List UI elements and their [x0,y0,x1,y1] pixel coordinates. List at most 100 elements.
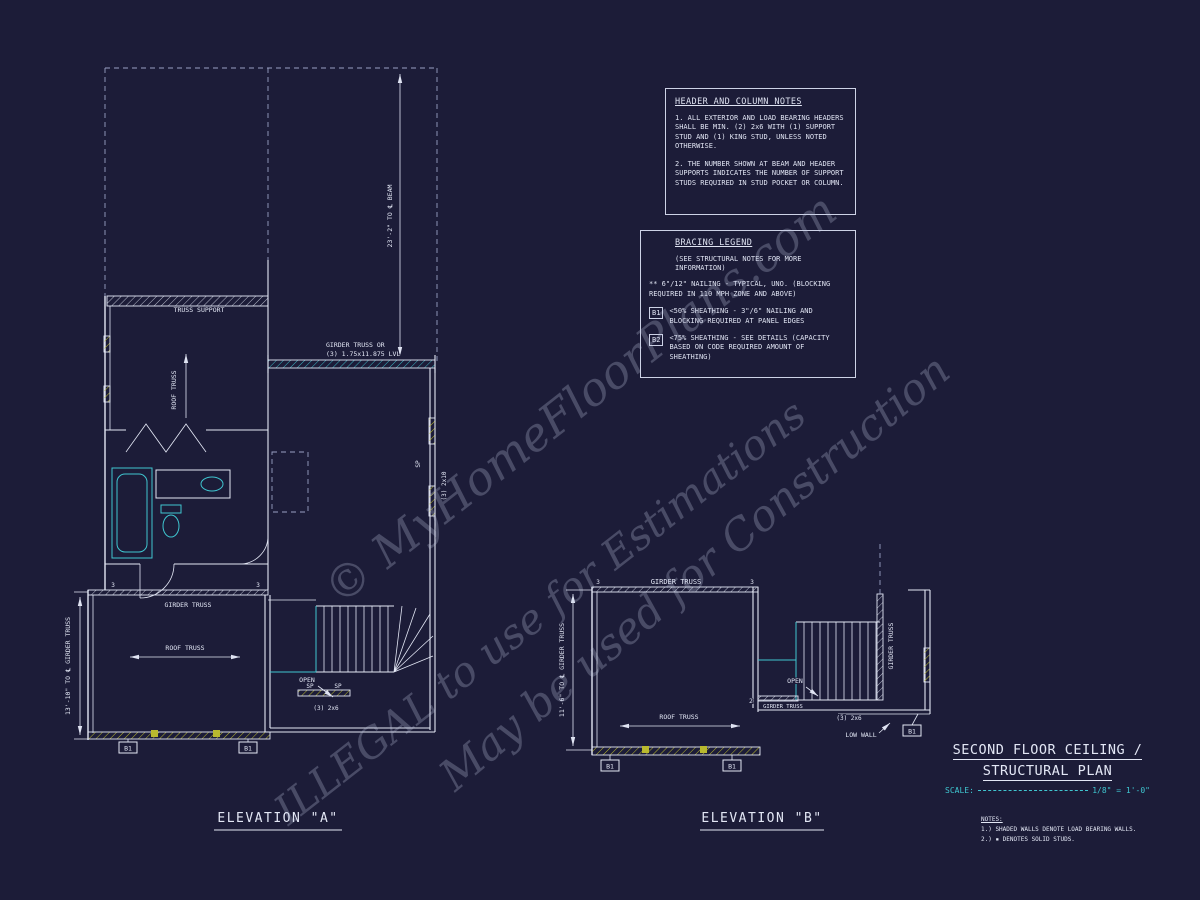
elevation-b-title: ELEVATION "B" [701,811,822,826]
closet-dashed [271,451,309,513]
header-column-notes-box: HEADER AND COLUMN NOTES 1. ALL EXTERIOR … [665,88,856,215]
wall-right-main [752,587,759,712]
sheet-title-text-1: SECOND FLOOR CEILING / [952,742,1143,760]
bearing-wall-stair [297,689,351,697]
post-2x10-label: (3) 2x10 [441,471,448,500]
elevation-a-linework: 23'-2" TO ℄ BEAM TRUSS SUPPORT ROOF TRUS… [63,67,449,831]
truss-support-label: TRUSS SUPPORT [174,306,225,314]
bracing-item-b2: B2 <75% SHEATHING - SEE DETAILS (CAPACIT… [649,333,847,362]
sp-label-1: SP [306,683,314,690]
bearing-wall-bottom [591,746,761,756]
window-marker [103,385,111,403]
stud-count-label: 2 [749,697,753,705]
girder-truss-b-right [876,593,884,701]
door-swing [239,535,269,565]
girder-dimension-a-label: 13'-10" TO ℄ GIRDER TRUSS [64,617,72,715]
elevation-b-linework: GIRDER TRUSS 3 3 11'-6" TO ℄ GIRDER TRUS… [557,544,931,831]
dimension-ticks [74,591,88,740]
sheet-note-1: 1.) SHADED WALLS DENOTE LOAD BEARING WAL… [981,826,1137,834]
low-wall-label: LOW WALL [845,731,876,739]
b1-leader [911,713,919,726]
elevation-a-title: ELEVATION "A" [217,811,338,826]
toilet-tank [160,504,182,514]
wall-right-lower [264,595,271,732]
sp-wall-label: SP [415,460,422,468]
b1-a-left-label: B1 [124,745,132,753]
girder-truss-b-top [591,586,759,593]
b1-a-right-label: B1 [244,745,252,753]
girder-truss-b-top-label: GIRDER TRUSS [651,578,702,586]
header-note-2: 2. THE NUMBER SHOWN AT BEAM AND HEADER S… [675,159,844,187]
b2-description: <75% SHEATHING - SEE DETAILS (CAPACITY B… [669,333,830,361]
girder-truss-a-label: GIRDER TRUSS [165,601,212,609]
beam-dimension-label: 23'-2" TO ℄ BEAM [386,184,394,247]
roof-truss-b-label: ROOF TRUSS [659,713,698,721]
corner-stud-count-right: 3 [256,582,260,589]
b1-code-box: B1 [649,307,664,320]
scale-label: SCALE: [945,786,974,795]
sheet-note-2: 2.) ▪ DENOTES SOLID STUDS. [981,836,1075,844]
open-b-label: OPEN [787,677,803,685]
girder-lvl-beam [267,359,436,369]
bearing-wall-bottom [87,731,271,740]
bathtub [111,467,153,559]
window-marker [103,335,111,353]
open-a-leader [317,685,334,698]
roof-truss-upper-label: ROOF TRUSS [170,370,178,409]
stair-region-bottom-wall [265,727,435,733]
girder-lvl-label-2: (3) 1.75x11.875 LVL [326,350,400,358]
winder-treads [393,605,434,673]
stair-rail [758,622,797,700]
lumber-2x6-b-label: (3) 2x6 [836,715,862,722]
girder-dimension-b-label: 11'-6" TO ℄ GIRDER TRUSS [558,623,566,717]
sheet-title-line-2: STRUCTURAL PLAN [945,763,1150,781]
stair-stringers [316,605,394,673]
vanity-counter [155,469,231,499]
open-b-leader [805,686,819,697]
sheet-title-text-2: STRUCTURAL PLAN [982,763,1113,781]
stair-stringers [796,621,880,701]
solid-stud-marker [213,730,220,737]
open-a-label: OPEN [299,676,315,684]
toilet-bowl [162,514,180,538]
title-block: SECOND FLOOR CEILING / STRUCTURAL PLAN S… [945,742,1150,846]
girder-truss-b-small-label: GIRDER TRUSS [763,704,803,710]
stair-rail [270,606,317,673]
stair-treads [803,622,877,700]
corner-stud-count-right: 3 [750,579,754,586]
truss-support-band [106,295,269,307]
corner-stud-count-left: 3 [111,582,115,589]
roof-outline-dashed [104,67,438,362]
bracing-legend-subtitle: (SEE STRUCTURAL NOTES FOR MORE INFORMATI… [675,255,802,273]
bearing-wall-segment [428,417,436,445]
girder-truss-a [87,589,269,596]
sink [200,476,224,492]
bathtub-basin [116,473,148,553]
scale-value: 1/8" = 1'-0" [1092,786,1150,795]
bracing-item-b1: B1 <50% SHEATHING - 3"/6" NAILING AND BL… [649,307,847,326]
roof-truss-a-label: ROOF TRUSS [165,644,204,652]
b2-code-box: B2 [649,333,664,346]
stair-treads [323,606,389,672]
b1-b-wall-label: B1 [908,728,916,736]
lumber-2x6-a-label: (3) 2x6 [313,705,339,712]
bracing-general-note: ** 6"/12" NAILING - TYPICAL, UNO. (BLOCK… [649,280,831,298]
sheet-title-line-1: SECOND FLOOR CEILING / [945,742,1150,760]
bifold-door [125,423,207,453]
girder-truss-b-right-label: GIRDER TRUSS [887,622,895,669]
corner-stud-count-left: 3 [596,579,600,586]
bearing-wall-segment [428,485,436,517]
scale-leader-dashes [977,790,1089,791]
header-notes-title: HEADER AND COLUMN NOTES [675,97,802,107]
sp-label-2: SP [334,683,342,690]
low-wall-leader [878,722,891,734]
scale-line: SCALE: 1/8" = 1'-0" [945,786,1150,795]
girder-lvl-label-1: GIRDER TRUSS OR [326,341,385,349]
bearing-wall-segment [923,647,931,683]
b1-description: <50% SHEATHING - 3"/6" NAILING AND BLOCK… [669,307,813,325]
dimension-ticks [566,589,592,751]
sheet-notes: NOTES: 1.) SHADED WALLS DENOTE LOAD BEAR… [945,815,1150,846]
solid-stud-marker [700,746,707,753]
solid-stud-marker [642,746,649,753]
